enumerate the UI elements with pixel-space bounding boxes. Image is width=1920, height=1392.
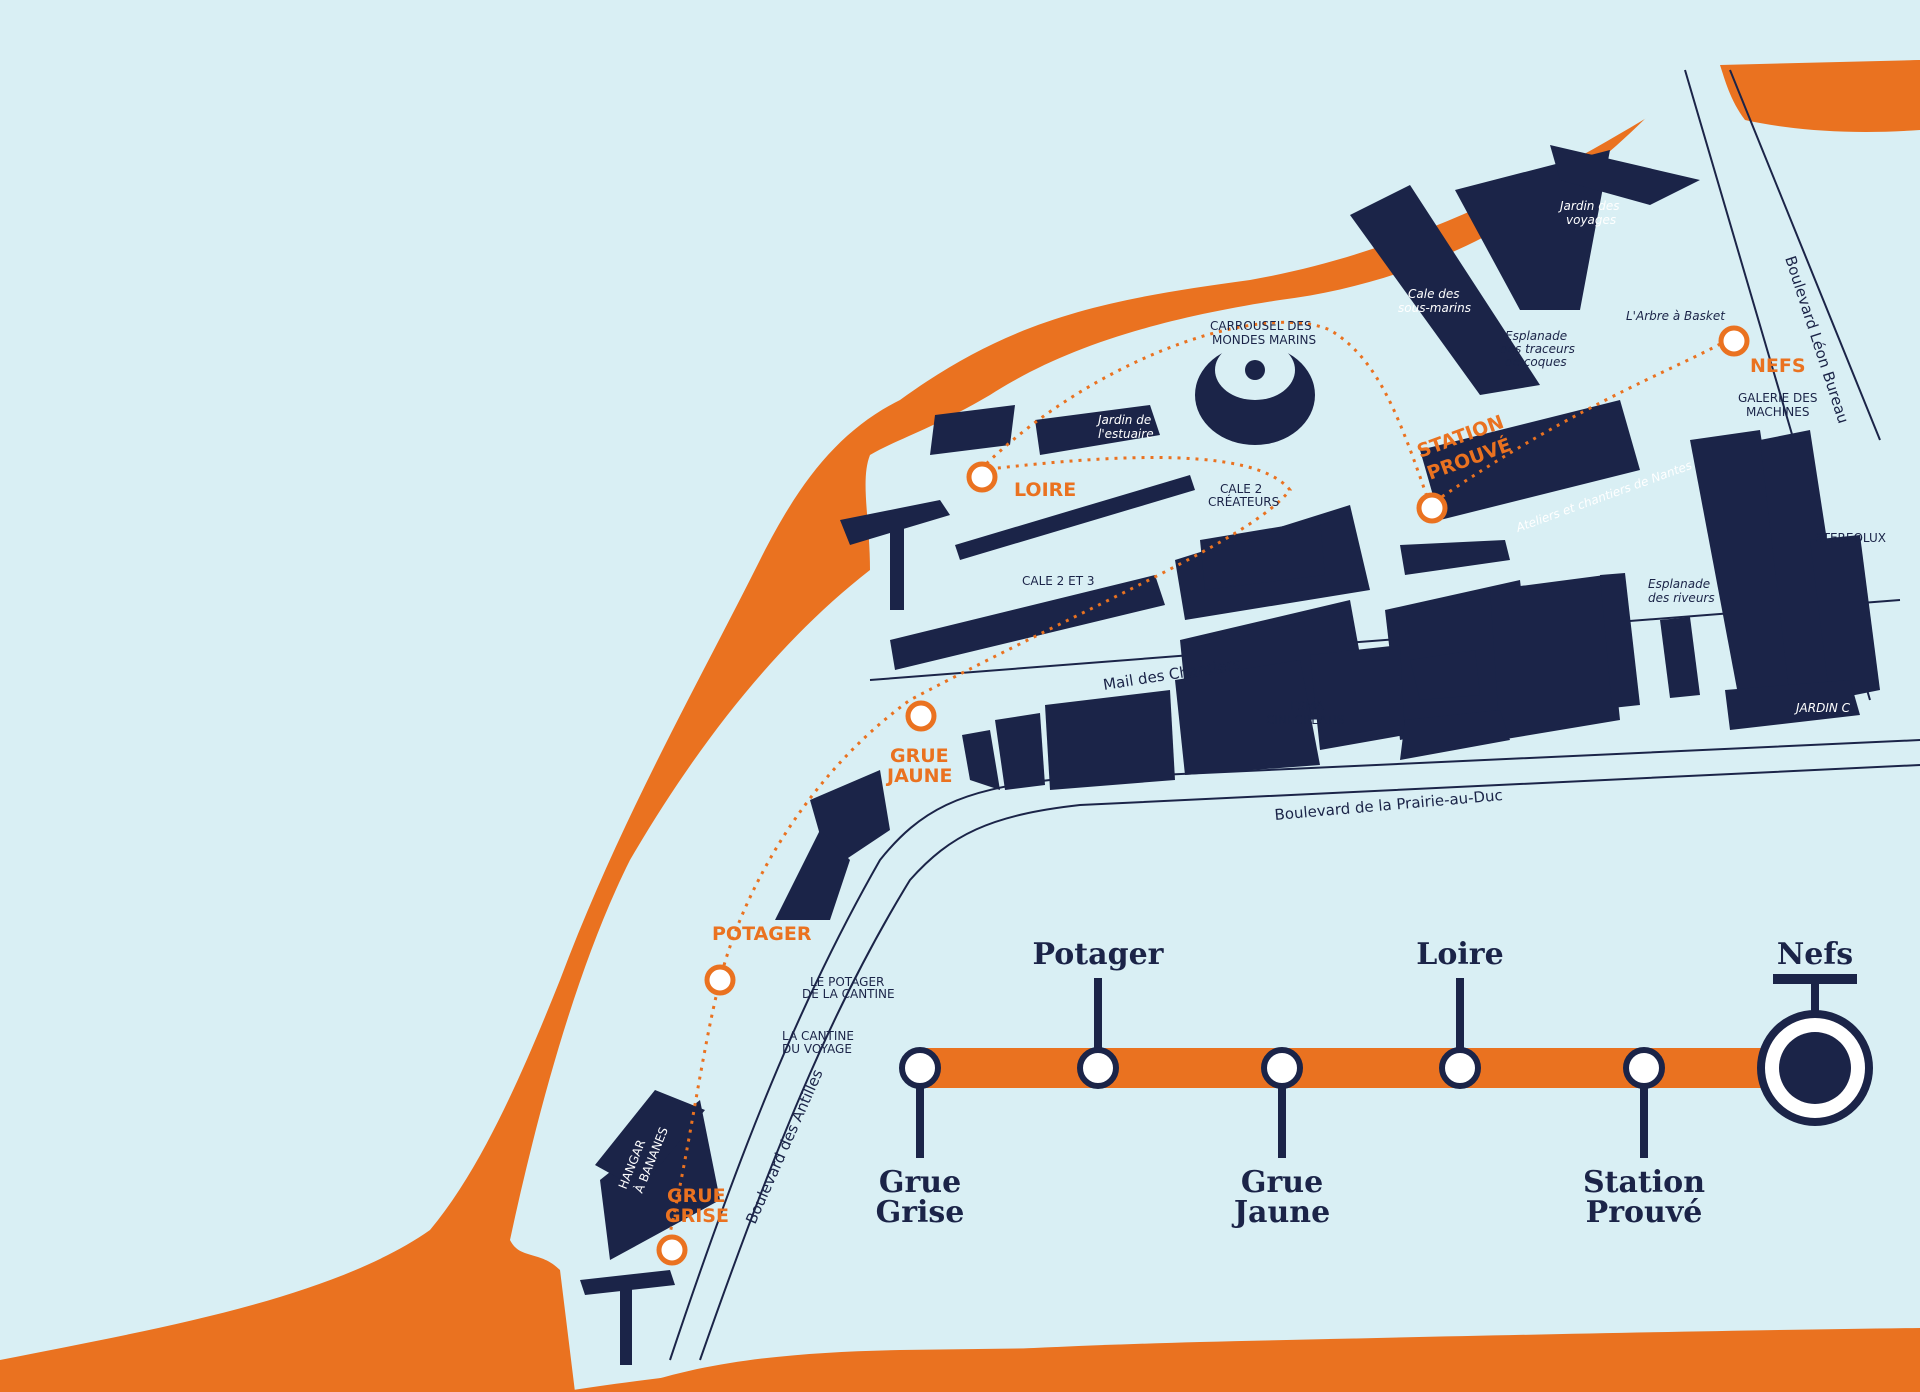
label-cale-sous-marins-1: Cale des	[1408, 287, 1460, 301]
stop-circle-station-prouve[interactable]	[1416, 492, 1448, 524]
line-stop-circle-potager[interactable]	[1077, 1047, 1119, 1089]
label-jardin-estuaire-2: l'estuaire	[1098, 427, 1154, 441]
map-stop-circles	[656, 325, 1750, 1266]
label-jardin-voyages-2: voyages	[1566, 213, 1616, 227]
line-stop-circle-grue-grise[interactable]	[899, 1047, 941, 1089]
line-stop-circle-grue-jaune[interactable]	[1261, 1047, 1303, 1089]
stop-circle-grue-grise[interactable]	[656, 1234, 688, 1266]
label-arbre-basket: L'Arbre à Basket	[1626, 309, 1726, 323]
line-stop-label2-station-prouve: Prouvé	[1586, 1195, 1703, 1230]
line-stop-circle-loire[interactable]	[1439, 1047, 1481, 1089]
stop-label-nefs: NEFS	[1750, 355, 1806, 377]
line-bar	[920, 1048, 1810, 1088]
label-esplanade-riveurs-2: des riveurs	[1648, 591, 1715, 605]
line-stop-label2-grue-grise: Grise	[876, 1195, 965, 1230]
label-esplanade-riveurs-1: Esplanade	[1648, 577, 1710, 591]
line-stop-stem-loire	[1456, 978, 1464, 1068]
line-stop-stem-grue-jaune	[1278, 1068, 1286, 1158]
stop-label-grue-grise-2: GRISE	[665, 1205, 729, 1227]
label-jardin-c: JARDIN C	[1794, 701, 1851, 715]
stop-label-potager: POTAGER	[712, 923, 812, 945]
label-carrousel-1: CARROUSEL DES	[1210, 319, 1312, 333]
label-stereolux: STEREOLUX	[1815, 531, 1886, 545]
line-stop-stem-station-prouve	[1640, 1068, 1648, 1158]
line-stop-stem-nefs	[1811, 978, 1819, 1018]
label-galerie-1: GALERIE DES	[1738, 391, 1818, 405]
carousel-icon	[1195, 340, 1315, 445]
line-stop-label-grue-jaune: Grue	[1241, 1165, 1323, 1200]
label-cale2-2: CRÉATEURS	[1208, 494, 1279, 509]
label-carrousel-2: MONDES MARINS	[1212, 333, 1316, 347]
line-stop-label-grue-grise: Grue	[879, 1165, 961, 1200]
line-terminus-bar	[1773, 974, 1857, 984]
stop-label-grue-grise-1: GRUE	[667, 1185, 726, 1207]
stop-circle-grue-jaune[interactable]	[905, 700, 937, 732]
stop-label-grue-jaune-2: JAUNE	[885, 765, 953, 787]
crane-icons	[580, 500, 950, 1365]
label-cale2-1: CALE 2	[1220, 482, 1262, 496]
label-jardin-voyages-1: Jardin des	[1558, 199, 1619, 213]
line-stop-stem-potager	[1094, 978, 1102, 1068]
label-potager-cantine-2: DE LA CANTINE	[802, 987, 895, 1001]
label-cantine-voyage-1: LA CANTINE	[782, 1029, 854, 1043]
line-stop-label-potager: Potager	[1033, 937, 1165, 972]
line-stop-label2-grue-jaune: Jaune	[1231, 1195, 1330, 1230]
line-terminus-dot	[1779, 1032, 1851, 1104]
north-bank	[1720, 60, 1920, 132]
label-cale23: CALE 2 ET 3	[1022, 574, 1094, 588]
label-potager-cantine-1: LE POTAGER	[810, 975, 884, 989]
label-esplanade-traceurs-2: des traceurs	[1500, 342, 1575, 356]
route-dotted	[663, 320, 1736, 1256]
line-diagram: GrueGrisePotagerGrueJauneLoireStationPro…	[876, 937, 1873, 1230]
buildings	[595, 145, 1880, 1260]
stop-circle-potager[interactable]	[704, 964, 736, 996]
line-stop-label-station-prouve: Station	[1583, 1165, 1705, 1200]
bottom-bank	[560, 1328, 1920, 1392]
stop-label-loire: LOIRE	[1014, 479, 1076, 501]
line-stop-circle-station-prouve[interactable]	[1623, 1047, 1665, 1089]
stop-circle-loire[interactable]	[966, 461, 998, 493]
stop-label-grue-jaune-1: GRUE	[890, 745, 949, 767]
label-galerie-2: MACHINES	[1746, 405, 1809, 419]
label-cale-sous-marins-2: sous-marins	[1398, 301, 1471, 315]
stop-circle-nefs[interactable]	[1718, 325, 1750, 357]
label-esma-1: ESMA	[1290, 699, 1325, 713]
label-cantine-voyage-2: DU VOYAGE	[782, 1042, 852, 1056]
label-esplanade-traceurs-3: de coques	[1505, 355, 1567, 369]
line-stop-label-nefs: Nefs	[1777, 937, 1853, 972]
line-stop-label-loire: Loire	[1416, 937, 1503, 972]
label-esma-2: CINECREATIS	[1266, 713, 1345, 727]
line-stop-stem-grue-grise	[916, 1068, 924, 1158]
label-esplanade-traceurs-1: Esplanade	[1505, 329, 1567, 343]
label-jardin-estuaire-1: Jardin de	[1096, 413, 1151, 427]
